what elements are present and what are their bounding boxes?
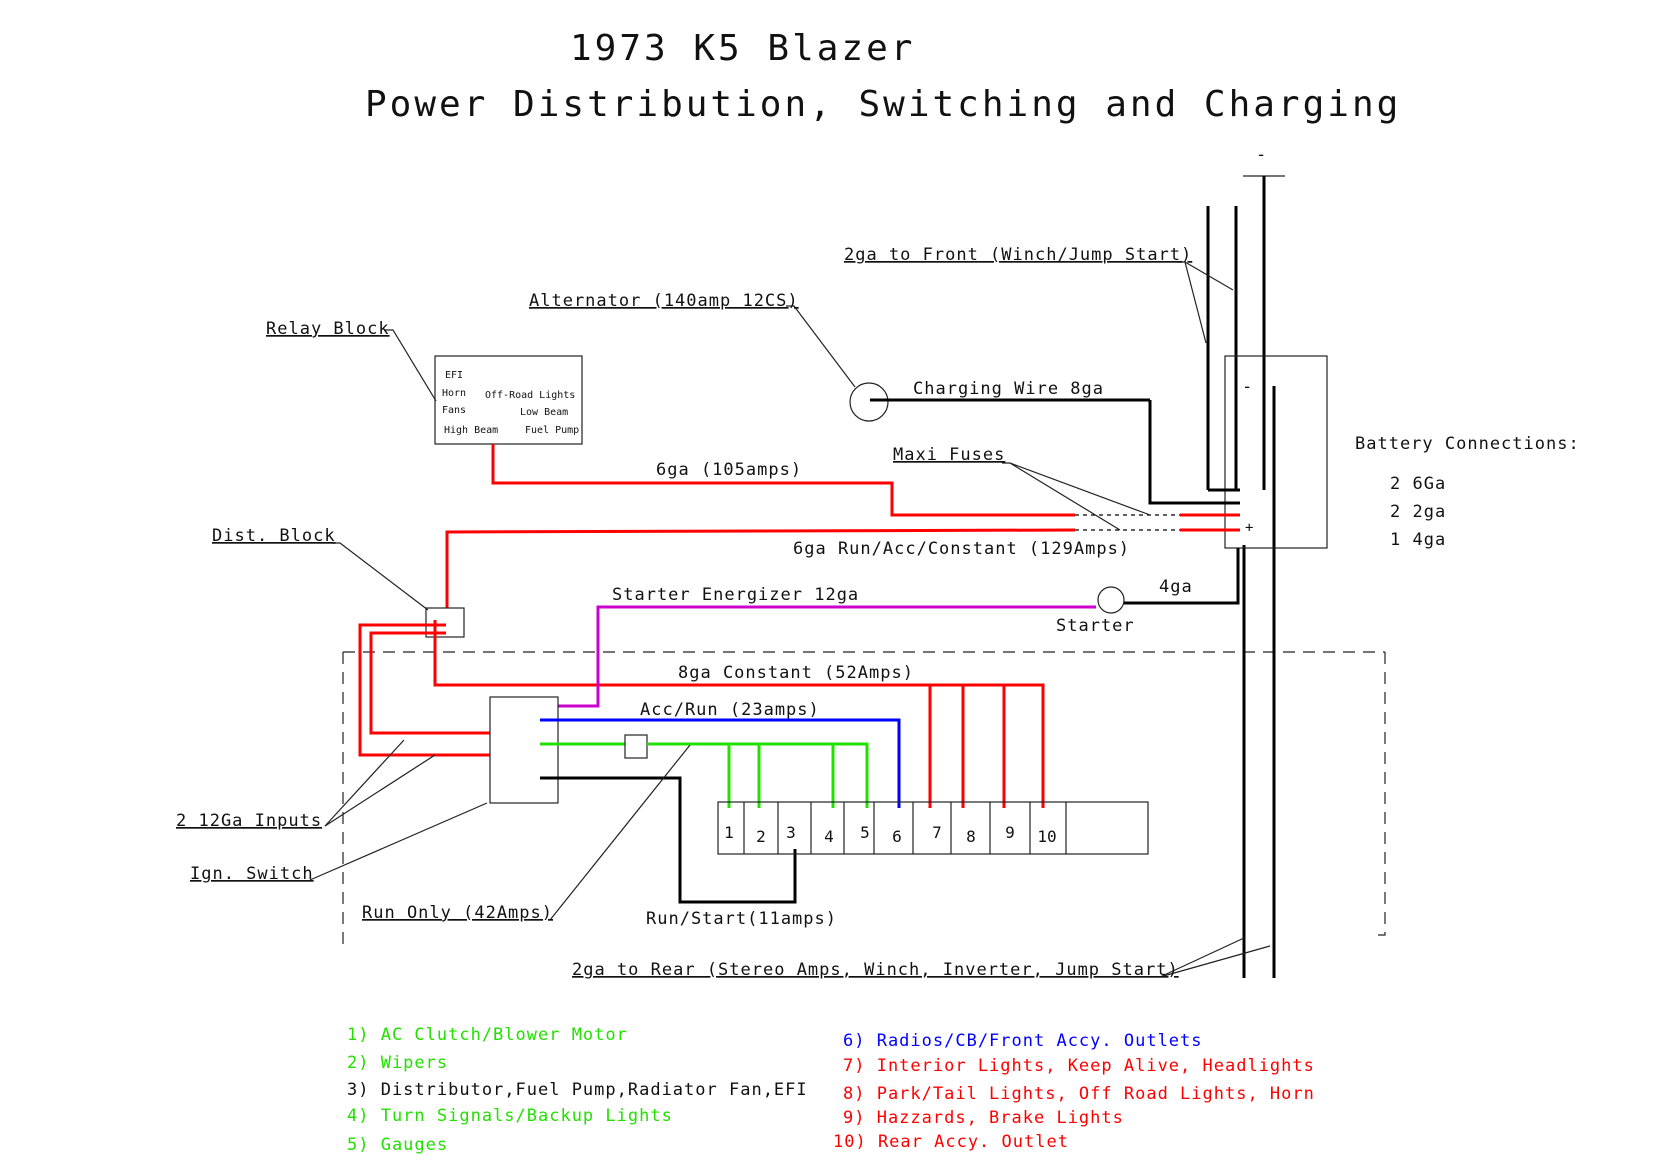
relay-item-highbeam: High Beam [444, 425, 498, 436]
starter-symbol [1097, 586, 1125, 614]
leader-input-1 [324, 739, 405, 827]
battery-minus-marker: - [1256, 145, 1267, 165]
battery-minus-label: - [1242, 377, 1253, 397]
battery-plus-label: + [1245, 520, 1253, 536]
wire-starter-energizer [540, 605, 1096, 708]
fuse-cells: 1 2 3 4 5 6 7 8 9 10 [724, 802, 1067, 854]
battery-box [1224, 355, 1328, 549]
label-charging-wire: Charging Wire 8ga [913, 379, 1104, 399]
label-6ga-105: 6ga (105amps) [656, 460, 802, 480]
leader-ign [309, 802, 488, 881]
legend-right-item: 7) Interior Lights, Keep Alive, Headligh… [843, 1056, 1315, 1076]
legend-right: 6) Radios/CB/Front Accy. Outlets 7) Inter… [833, 1031, 1315, 1152]
wire-input-2 [369, 631, 490, 735]
relay-item-lowbeam: Low Beam [520, 407, 568, 418]
diagram-title-line2: Power Distribution, Switching and Chargi… [365, 84, 1401, 125]
wire-6ga-105 [491, 444, 1075, 517]
legend-right-item: 10) Rear Accy. Outlet [833, 1132, 1069, 1152]
label-starter: Starter [1056, 616, 1135, 636]
label-run-only: Run Only (42Amps) [362, 903, 553, 923]
wire-6ga-run [445, 528, 1076, 612]
label-relay-block: Relay Block [266, 319, 390, 339]
relay-block [434, 355, 583, 445]
label-starter-energizer: Starter Energizer 12ga [612, 585, 859, 605]
legend-right-item: 8) Park/Tail Lights, Off Road Lights, Ho… [843, 1084, 1315, 1104]
leader-rear-1 [1159, 937, 1245, 978]
label-acc-run: Acc/Run (23amps) [640, 700, 820, 720]
leader-maxi-1 [1002, 462, 1151, 516]
battery-connection-1: 2 6Ga [1390, 474, 1446, 494]
wire-4ga-starter [1124, 548, 1240, 605]
fuse-number-5: 5 [860, 823, 870, 842]
leader-rear-2 [1159, 945, 1271, 978]
fuse-number-2: 2 [756, 827, 766, 846]
label-inputs: 2 12Ga Inputs [176, 811, 322, 831]
relay-item-horn: Horn [442, 388, 466, 399]
fuse-number-10: 10 [1037, 827, 1056, 846]
fuse-number-9: 9 [1005, 823, 1015, 842]
leader-input-2 [324, 754, 436, 827]
wire-input-1 [358, 623, 490, 757]
legend-left-item: 5) Gauges [347, 1135, 448, 1155]
label-dist-block: Dist. Block [212, 526, 336, 546]
label-6ga-run: 6ga Run/Acc/Constant (129Amps) [793, 539, 1130, 559]
wire-run-start [540, 776, 797, 904]
legend-left-item: 4) Turn Signals/Backup Lights [347, 1106, 673, 1126]
relay-item-efi: EFI [445, 370, 463, 381]
relay-item-offroad: Off-Road Lights [485, 390, 575, 401]
relay-item-fuelpump: Fuel Pump [525, 425, 579, 436]
legend-right-item: 6) Radios/CB/Front Accy. Outlets [843, 1031, 1203, 1051]
wire-run-only [647, 742, 869, 808]
fuse-number-4: 4 [824, 827, 834, 846]
battery-connection-3: 1 4ga [1390, 530, 1446, 550]
fuse-number-6: 6 [892, 827, 902, 846]
label-alternator: Alternator (140amp 12CS) [529, 291, 799, 311]
leader-alternator [786, 305, 856, 388]
diagram-title-line1: 1973 K5 Blazer [570, 28, 915, 69]
label-rear: 2ga to Rear (Stereo Amps, Winch, Inverte… [572, 960, 1179, 980]
label-4ga: 4ga [1159, 577, 1193, 597]
label-run-start: Run/Start(11amps) [646, 909, 837, 929]
battery-connection-2: 2 2ga [1390, 502, 1446, 522]
fuse-number-3: 3 [786, 823, 796, 842]
relay-item-fans: Fans [442, 405, 466, 416]
alternator-symbol [849, 382, 889, 422]
legend-left: 1) AC Clutch/Blower Motor 2) Wipers 3) Dis… [347, 1025, 808, 1155]
run-only-fuse [624, 734, 648, 759]
battery-connections-heading: Battery Connections: [1355, 434, 1580, 454]
fuse-number-7: 7 [932, 823, 942, 842]
label-ign-switch: Ign. Switch [190, 864, 314, 884]
fuse-number-8: 8 [966, 827, 976, 846]
leader-relay [385, 329, 437, 402]
label-maxi-fuses: Maxi Fuses [893, 445, 1005, 465]
leader-front-1 [1177, 261, 1207, 344]
leader-run-only [549, 744, 691, 921]
legend-left-item: 2) Wipers [347, 1053, 448, 1073]
legend-left-item: 3) Distributor,Fuel Pump,Radiator Fan,EF… [347, 1080, 808, 1100]
fuse-number-1: 1 [724, 823, 734, 842]
leader-dist [332, 542, 429, 611]
wire-acc-run [540, 718, 901, 808]
legend-left-item: 1) AC Clutch/Blower Motor [347, 1025, 628, 1045]
legend-right-item: 9) Hazzards, Brake Lights [843, 1108, 1124, 1128]
label-front: 2ga to Front (Winch/Jump Start) [844, 245, 1192, 265]
wire-8ga-constant [433, 620, 1045, 808]
enclosure-right [1378, 652, 1386, 936]
leader-front-2 [1184, 261, 1234, 291]
charging-wire [1148, 400, 1240, 505]
ignition-switch [489, 696, 559, 804]
fuse-panel [717, 801, 1149, 855]
leader-maxi-2 [1009, 462, 1121, 531]
label-8ga-constant: 8ga Constant (52Amps) [678, 663, 914, 683]
